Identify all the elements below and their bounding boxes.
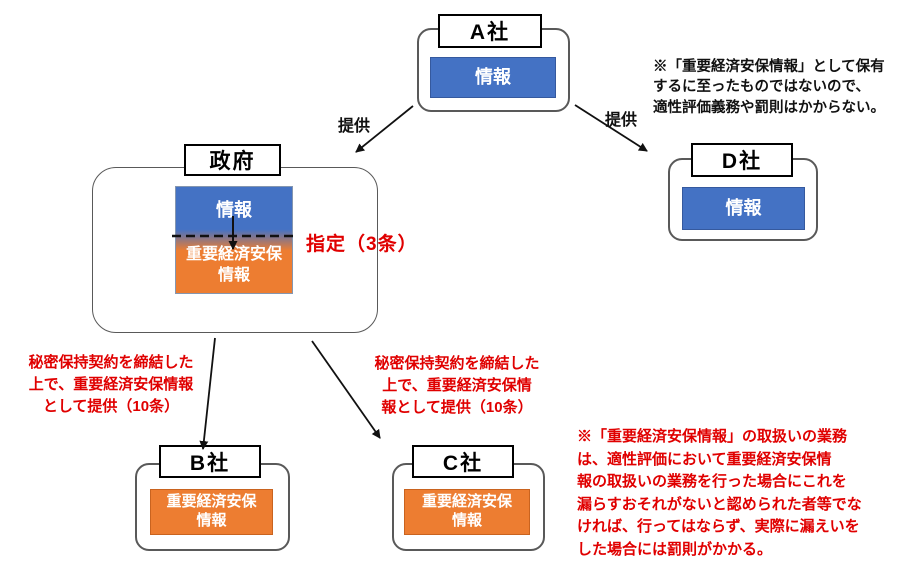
company-b-label: B社 — [159, 445, 261, 478]
note-nda-provision-to-b: 秘密保持契約を締結した 上で、重要経済安保情報 として提供（10条） — [28, 354, 194, 415]
company-d-label: D社 — [691, 143, 793, 177]
government-info-transform-box: 情報 重要経済安保 情報 — [175, 186, 293, 294]
note-nda-provision-to-c: 秘密保持契約を締結した 上で、重要経済安保情 報として提供（10条） — [374, 355, 540, 416]
note-handling-penalty: ※「重要経済安保情報」の取扱いの業務 は、適性評価において重要経済安保情 報の取… — [577, 428, 862, 558]
company-d-info-chip: 情報 — [682, 187, 805, 230]
company-b-info-chip: 重要経済安保 情報 — [150, 489, 273, 535]
government-label: 政府 — [184, 144, 281, 176]
government-info-text: 情報 — [216, 200, 252, 220]
government-designated-info-text: 重要経済安保 情報 — [185, 246, 282, 285]
edge-label-a-to-government: 提供 — [338, 118, 371, 135]
company-a-info-chip: 情報 — [430, 57, 556, 98]
company-c-label: C社 — [412, 445, 514, 478]
designation-article3-note: 指定（3条） — [306, 234, 418, 255]
company-c-info-chip: 重要経済安保 情報 — [404, 489, 530, 535]
company-a-label: A社 — [438, 14, 542, 48]
note-no-obligation: ※「重要経済安保情報」として保有 するに至ったものではないので、 適性評価義務や… — [653, 59, 885, 116]
edge-label-a-to-company-d: 提供 — [605, 112, 638, 129]
